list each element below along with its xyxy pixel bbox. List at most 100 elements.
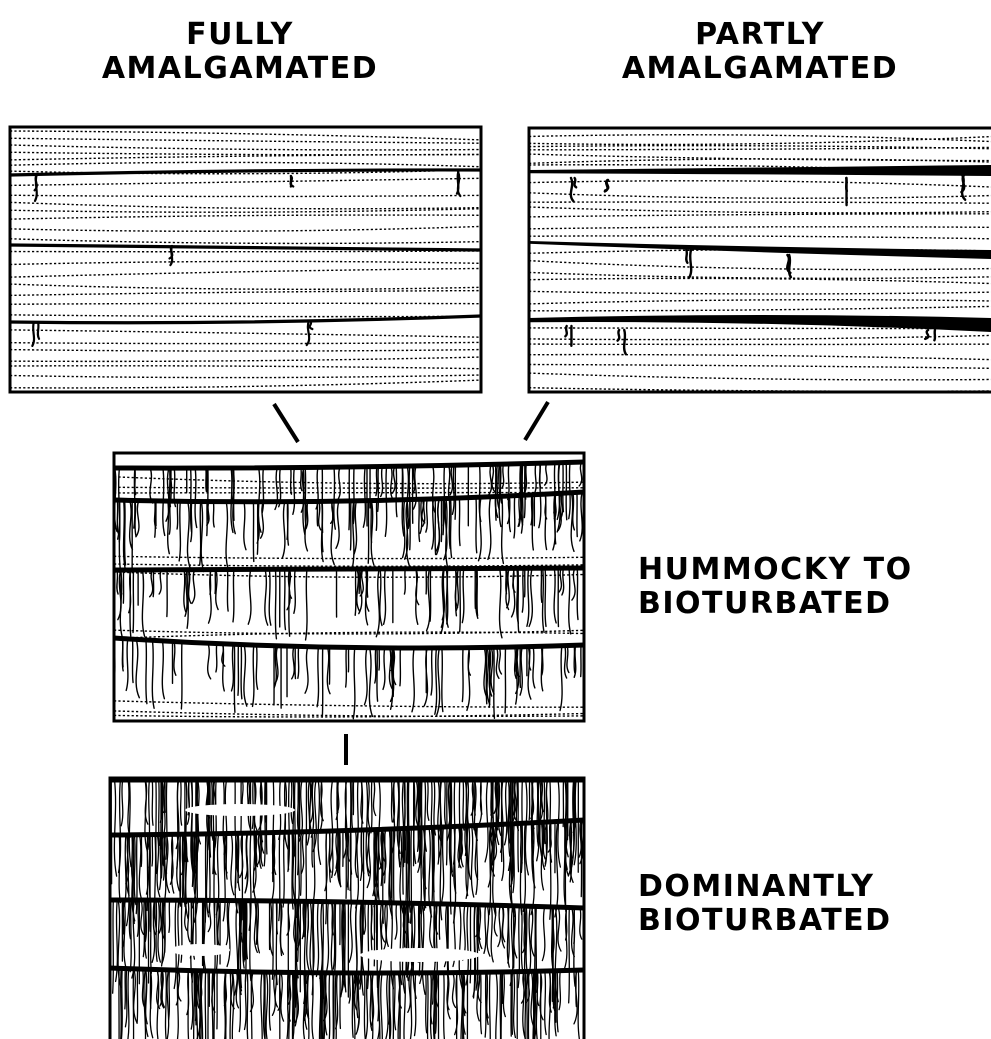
burrow-trace	[379, 903, 381, 974]
burrow-trace	[349, 973, 350, 1003]
burrow-trace	[328, 973, 329, 1039]
burrow-trace	[319, 501, 321, 529]
burrow-trace	[426, 973, 427, 1033]
burrow-trace	[528, 971, 529, 1039]
burrow-trace	[499, 972, 500, 1039]
lamina-line	[10, 209, 481, 213]
burrow-trace	[352, 501, 354, 571]
burrow-trace	[371, 780, 372, 833]
lens-patch	[360, 948, 480, 962]
burrow-trace	[265, 569, 268, 625]
burrow-trace	[136, 639, 139, 697]
burrow-trace	[506, 568, 507, 593]
lamina-line	[10, 154, 481, 160]
burrow-trace	[409, 828, 410, 912]
panel-content	[114, 462, 584, 719]
burrow-trace	[135, 500, 136, 536]
burrow-trace	[394, 973, 395, 1030]
burrow-trace	[272, 901, 273, 979]
burrow-trace	[494, 647, 495, 718]
lamina-line	[529, 261, 991, 270]
burrow-trace	[479, 905, 482, 949]
lamina-line	[10, 145, 481, 150]
burrow-trace	[291, 780, 292, 823]
burrow-trace	[545, 463, 547, 485]
burrow-trace	[186, 834, 187, 903]
burrow-trace	[383, 648, 385, 689]
burrow-trace	[563, 463, 564, 512]
burrow-trace	[174, 900, 176, 988]
lamina-line	[529, 364, 991, 368]
burrow-trace	[569, 908, 570, 1003]
burrow-trace	[542, 907, 544, 961]
burrow-trace	[137, 969, 138, 1023]
lamina-line	[10, 195, 481, 196]
burrow-trace	[364, 902, 365, 934]
burrow-trace	[432, 827, 433, 905]
burrow-trace	[231, 833, 234, 894]
panel-fully-amalgamated	[10, 127, 481, 392]
lamina-line	[529, 193, 991, 198]
burrow-trace	[195, 468, 197, 527]
burrow-trace	[129, 570, 131, 613]
burrow-trace	[371, 902, 372, 949]
lamina-line	[529, 272, 991, 278]
burrow-trace	[618, 330, 620, 341]
panel-partly-amalgamated	[529, 128, 991, 392]
burrow-trace	[496, 972, 499, 1039]
burrow-trace	[450, 465, 452, 495]
burrow-trace	[514, 972, 516, 1038]
burrow-trace	[239, 972, 240, 1032]
burrow-trace	[277, 901, 278, 934]
burrow-trace	[306, 569, 307, 640]
burrow-trace	[574, 645, 575, 673]
burrow-trace	[120, 968, 121, 1039]
burrow-trace	[121, 780, 123, 826]
burrow-trace	[206, 468, 207, 491]
burrow-trace	[274, 833, 276, 875]
burrow-trace	[307, 780, 309, 845]
lamina-line	[114, 711, 584, 716]
burrow-trace	[399, 829, 401, 865]
burrow-trace	[934, 330, 935, 340]
burrow-trace	[333, 902, 334, 969]
burrow-trace	[284, 569, 285, 629]
lamina-line	[529, 137, 991, 145]
burrow-trace	[566, 463, 567, 520]
burrow-trace	[366, 973, 368, 1039]
lamina-line	[10, 342, 481, 343]
burrow-trace	[435, 648, 437, 714]
burrow-trace	[201, 502, 203, 572]
burrow-trace	[331, 501, 333, 523]
bed-boundary	[114, 638, 584, 648]
burrow-trace	[419, 499, 420, 541]
burrow-trace	[321, 973, 322, 1039]
lamina-line	[529, 306, 991, 310]
mud-drape	[529, 241, 991, 259]
burrow-trace	[400, 973, 401, 1039]
burrow-trace	[518, 568, 519, 632]
burrow-trace	[513, 568, 515, 592]
burrow-trace	[541, 568, 542, 602]
burrow-trace	[432, 499, 434, 549]
burrow-trace	[378, 829, 379, 902]
burrow-trace	[216, 570, 218, 610]
burrow-trace	[404, 973, 406, 1039]
burrow-trace	[436, 499, 439, 551]
lamina-line	[529, 214, 991, 217]
connector-left	[274, 404, 298, 442]
burrow-trace	[385, 829, 386, 883]
burrow-trace	[232, 644, 234, 691]
burrow-trace	[462, 648, 463, 702]
burrow-trace	[496, 464, 497, 520]
burrow-trace	[689, 250, 691, 278]
burrow-trace	[368, 780, 370, 829]
burrow-trace	[553, 494, 555, 550]
burrow-trace	[578, 970, 579, 1039]
burrow-trace	[426, 499, 427, 532]
burrow-trace	[330, 831, 331, 882]
lamina-line	[10, 375, 481, 378]
burrow-trace	[427, 780, 429, 820]
lamina-line	[10, 315, 481, 317]
